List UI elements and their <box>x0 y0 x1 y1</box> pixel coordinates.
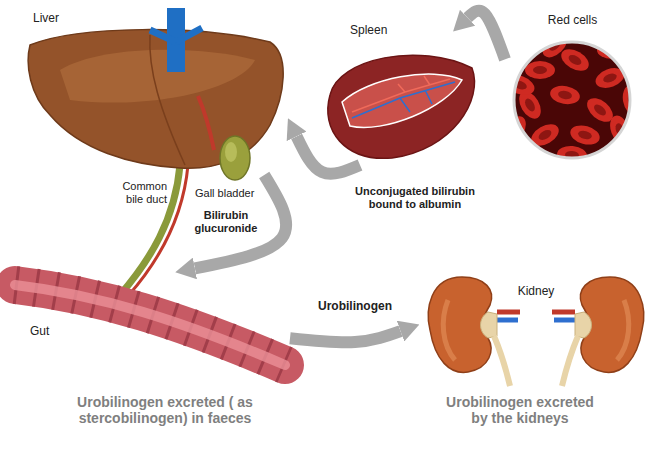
red-cells-view: Red cells <box>505 12 640 170</box>
gut-folds <box>15 285 285 365</box>
red-cell-body <box>525 61 555 79</box>
organ-label: Red cells <box>505 14 640 28</box>
organ-picture <box>420 255 645 385</box>
renal-pelvis <box>481 312 498 338</box>
red-cell <box>568 122 602 147</box>
red-cell-center <box>567 53 583 67</box>
organ-picture <box>505 12 640 170</box>
hepatic-artery <box>128 165 188 296</box>
red-cell-body <box>500 113 531 148</box>
gut-tube <box>15 285 285 365</box>
red-cell <box>549 84 582 107</box>
ureter <box>494 336 510 386</box>
right-kidney <box>552 277 644 386</box>
flow-arrow <box>290 331 401 342</box>
organ-label: Kidney <box>500 285 572 299</box>
caption-note: Urobilinogen excreted ( as stercobilinog… <box>40 394 290 426</box>
red-cell-center <box>537 128 553 142</box>
hepatic-vein <box>150 28 202 42</box>
organ-label: Spleen <box>350 24 420 38</box>
renal-vein <box>497 318 518 323</box>
red-cell <box>528 120 563 151</box>
blood-view-rim <box>514 42 630 158</box>
red-cell-body <box>556 145 587 166</box>
organ-picture <box>25 10 285 175</box>
cell-group <box>500 28 644 165</box>
organ-art <box>15 285 285 365</box>
kidney-highlight <box>617 300 629 360</box>
spleen-section <box>342 74 462 127</box>
organ-art <box>328 55 475 158</box>
red-cell-center <box>533 66 547 74</box>
flow-arrow <box>195 175 286 268</box>
red-cell-body <box>621 84 644 117</box>
kidney-organ: Kidney <box>420 255 645 385</box>
blood-view <box>514 42 630 158</box>
red-cell-body <box>568 122 602 147</box>
red-cell <box>556 145 587 166</box>
flow-label: Bilirubin glucuronide <box>188 209 264 234</box>
portal-vessel <box>198 96 214 150</box>
caption-note: Urobilinogen excreted by the kidneys <box>440 394 600 426</box>
organ-art <box>28 8 283 180</box>
renal-pelvis <box>575 312 592 338</box>
red-cell-center <box>592 102 608 117</box>
red-cell-center <box>557 90 572 100</box>
ureter <box>562 336 578 386</box>
kidney-highlight <box>443 300 455 360</box>
red-cell <box>621 84 644 117</box>
spleen-organ: Spleen <box>320 22 480 165</box>
spleen-artery <box>352 76 450 112</box>
gall-bladder-shape <box>220 136 250 180</box>
red-cell <box>500 113 531 148</box>
organ-picture <box>320 22 480 165</box>
red-cell <box>525 61 555 79</box>
flow-arrow <box>468 11 505 60</box>
flow-label: Urobilinogen <box>305 300 405 314</box>
gut-organ: Gut <box>5 275 290 390</box>
organ-art <box>500 28 644 165</box>
red-cell-center <box>577 129 593 140</box>
renal-vein <box>554 318 575 323</box>
renal-artery <box>497 310 520 315</box>
red-cell-center <box>523 97 537 113</box>
spleen-vein <box>352 82 455 118</box>
organ-label: Gut <box>30 325 70 339</box>
spleen-shape <box>328 55 475 158</box>
gall-bladder-highlight <box>225 142 237 162</box>
gut-highlight <box>15 285 285 365</box>
flow-label: Unconjugated bilirubin bound to albumin <box>345 185 485 210</box>
organ-art <box>428 277 643 386</box>
red-cell-body <box>549 84 582 107</box>
red-cell-body <box>528 120 563 151</box>
part-label: Gall bladder <box>195 187 265 200</box>
left-kidney <box>428 277 520 386</box>
organ-label: Liver <box>33 12 93 26</box>
red-cell-center <box>602 72 618 84</box>
part-label: Common bile duct <box>109 180 167 205</box>
liver-organ: Liver <box>25 10 285 175</box>
renal-artery <box>552 310 575 315</box>
